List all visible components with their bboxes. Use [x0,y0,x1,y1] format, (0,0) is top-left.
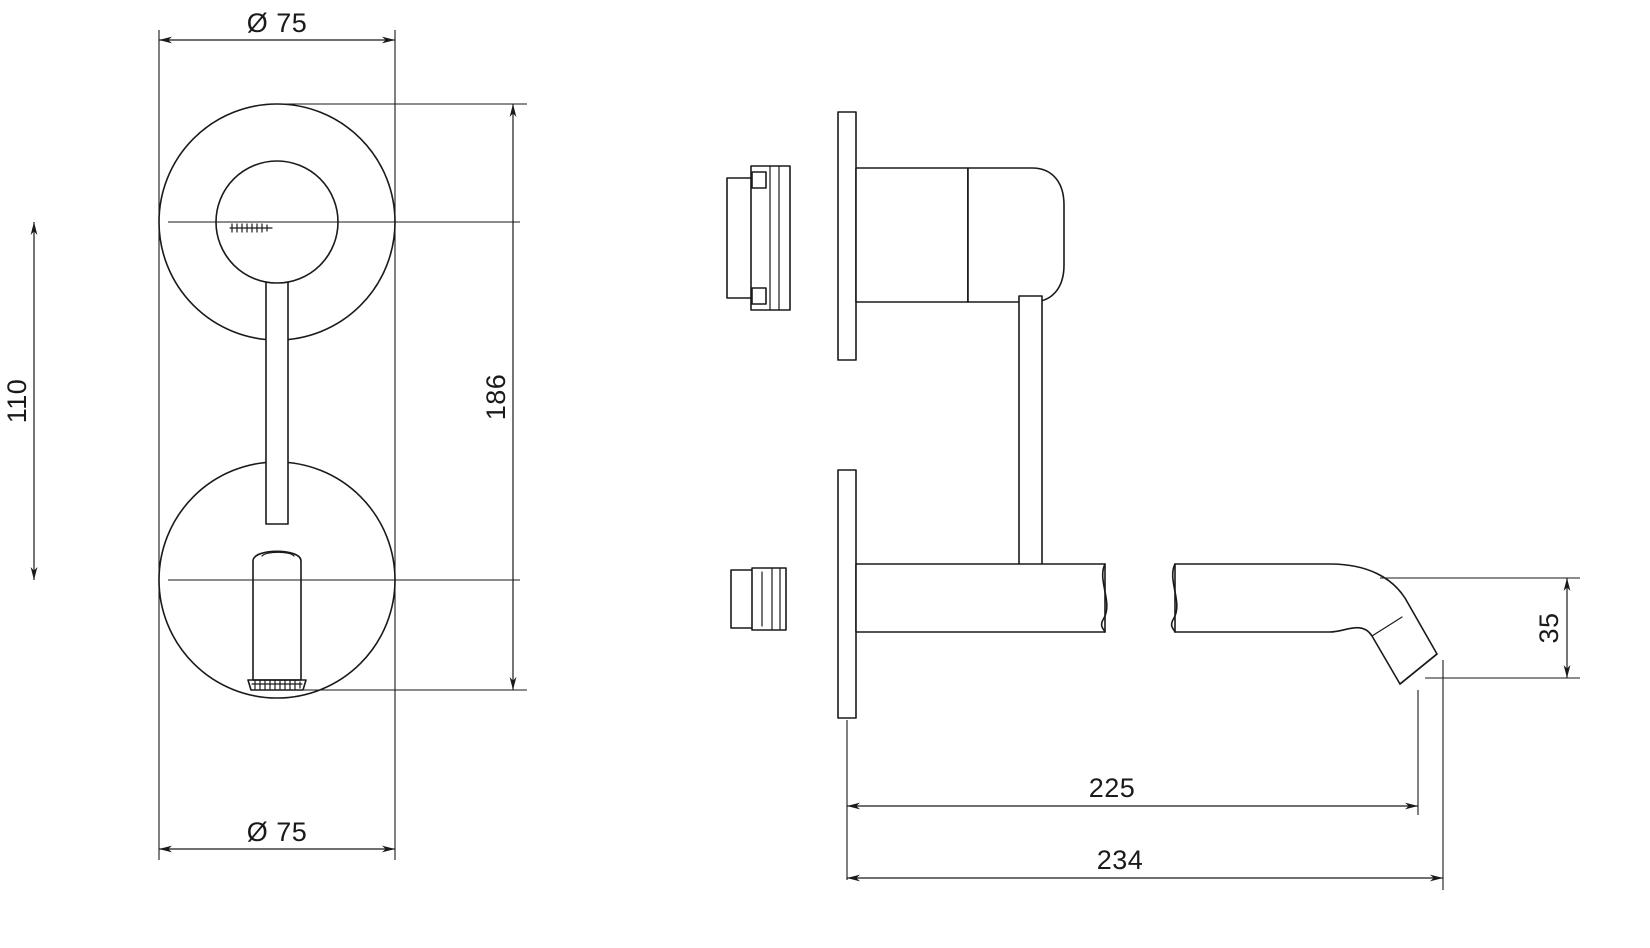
break-line-right [1170,563,1178,633]
lower-wall-plate [837,469,857,719]
aerator-mesh-hatch [251,680,303,690]
dimension-dia-top-label: Ø 75 [247,8,308,38]
handle-grip-hatch [229,223,273,233]
side-view-spout-wall [730,469,1108,719]
spout-tube-left [855,563,1106,633]
dimension-projection-225: 225 [847,773,1418,810]
dimension-spout-drop-35-label: 35 [1534,612,1564,643]
spout-front-body [252,550,302,681]
spout-outlet-face [1399,653,1438,685]
dimension-height-186-label: 186 [481,374,511,421]
break-line-left [1100,563,1108,633]
front-view: Ø 75 Ø 75 110 186 [2,8,527,860]
upper-wall-plate [837,111,857,361]
spout-top-curve [261,551,295,557]
connector-tab-top [751,171,767,189]
dimension-height-186: 186 [481,104,517,690]
dimension-height-110-label: 110 [2,379,32,424]
dimension-projection-225-label: 225 [1089,773,1136,803]
dimension-dia-bottom-label: Ø 75 [247,817,308,847]
connector-tab-bottom [751,287,767,305]
dimension-dia-bottom: Ø 75 [159,817,395,853]
dimension-spout-drop-35: 35 [1534,578,1571,678]
spout-tip-body [1174,563,1438,685]
dimension-height-110: 110 [2,222,38,580]
side-view-spout-tip: 35 [1170,563,1580,685]
mixer-cylinder [855,167,969,303]
side-view-mixer-body [726,111,1065,566]
front-view-extension-lines [158,30,527,860]
handle-lever-side [1018,295,1043,566]
dimension-projection-234-label: 234 [1097,845,1144,875]
dimension-dia-top: Ø 75 [159,8,395,44]
spout-inner-curve [1371,616,1403,637]
spout-connector-nut [751,567,787,631]
side-view-length-dimensions: 225 234 [846,660,1444,890]
mixer-cap [967,167,1065,303]
dimension-projection-234: 234 [847,845,1443,882]
